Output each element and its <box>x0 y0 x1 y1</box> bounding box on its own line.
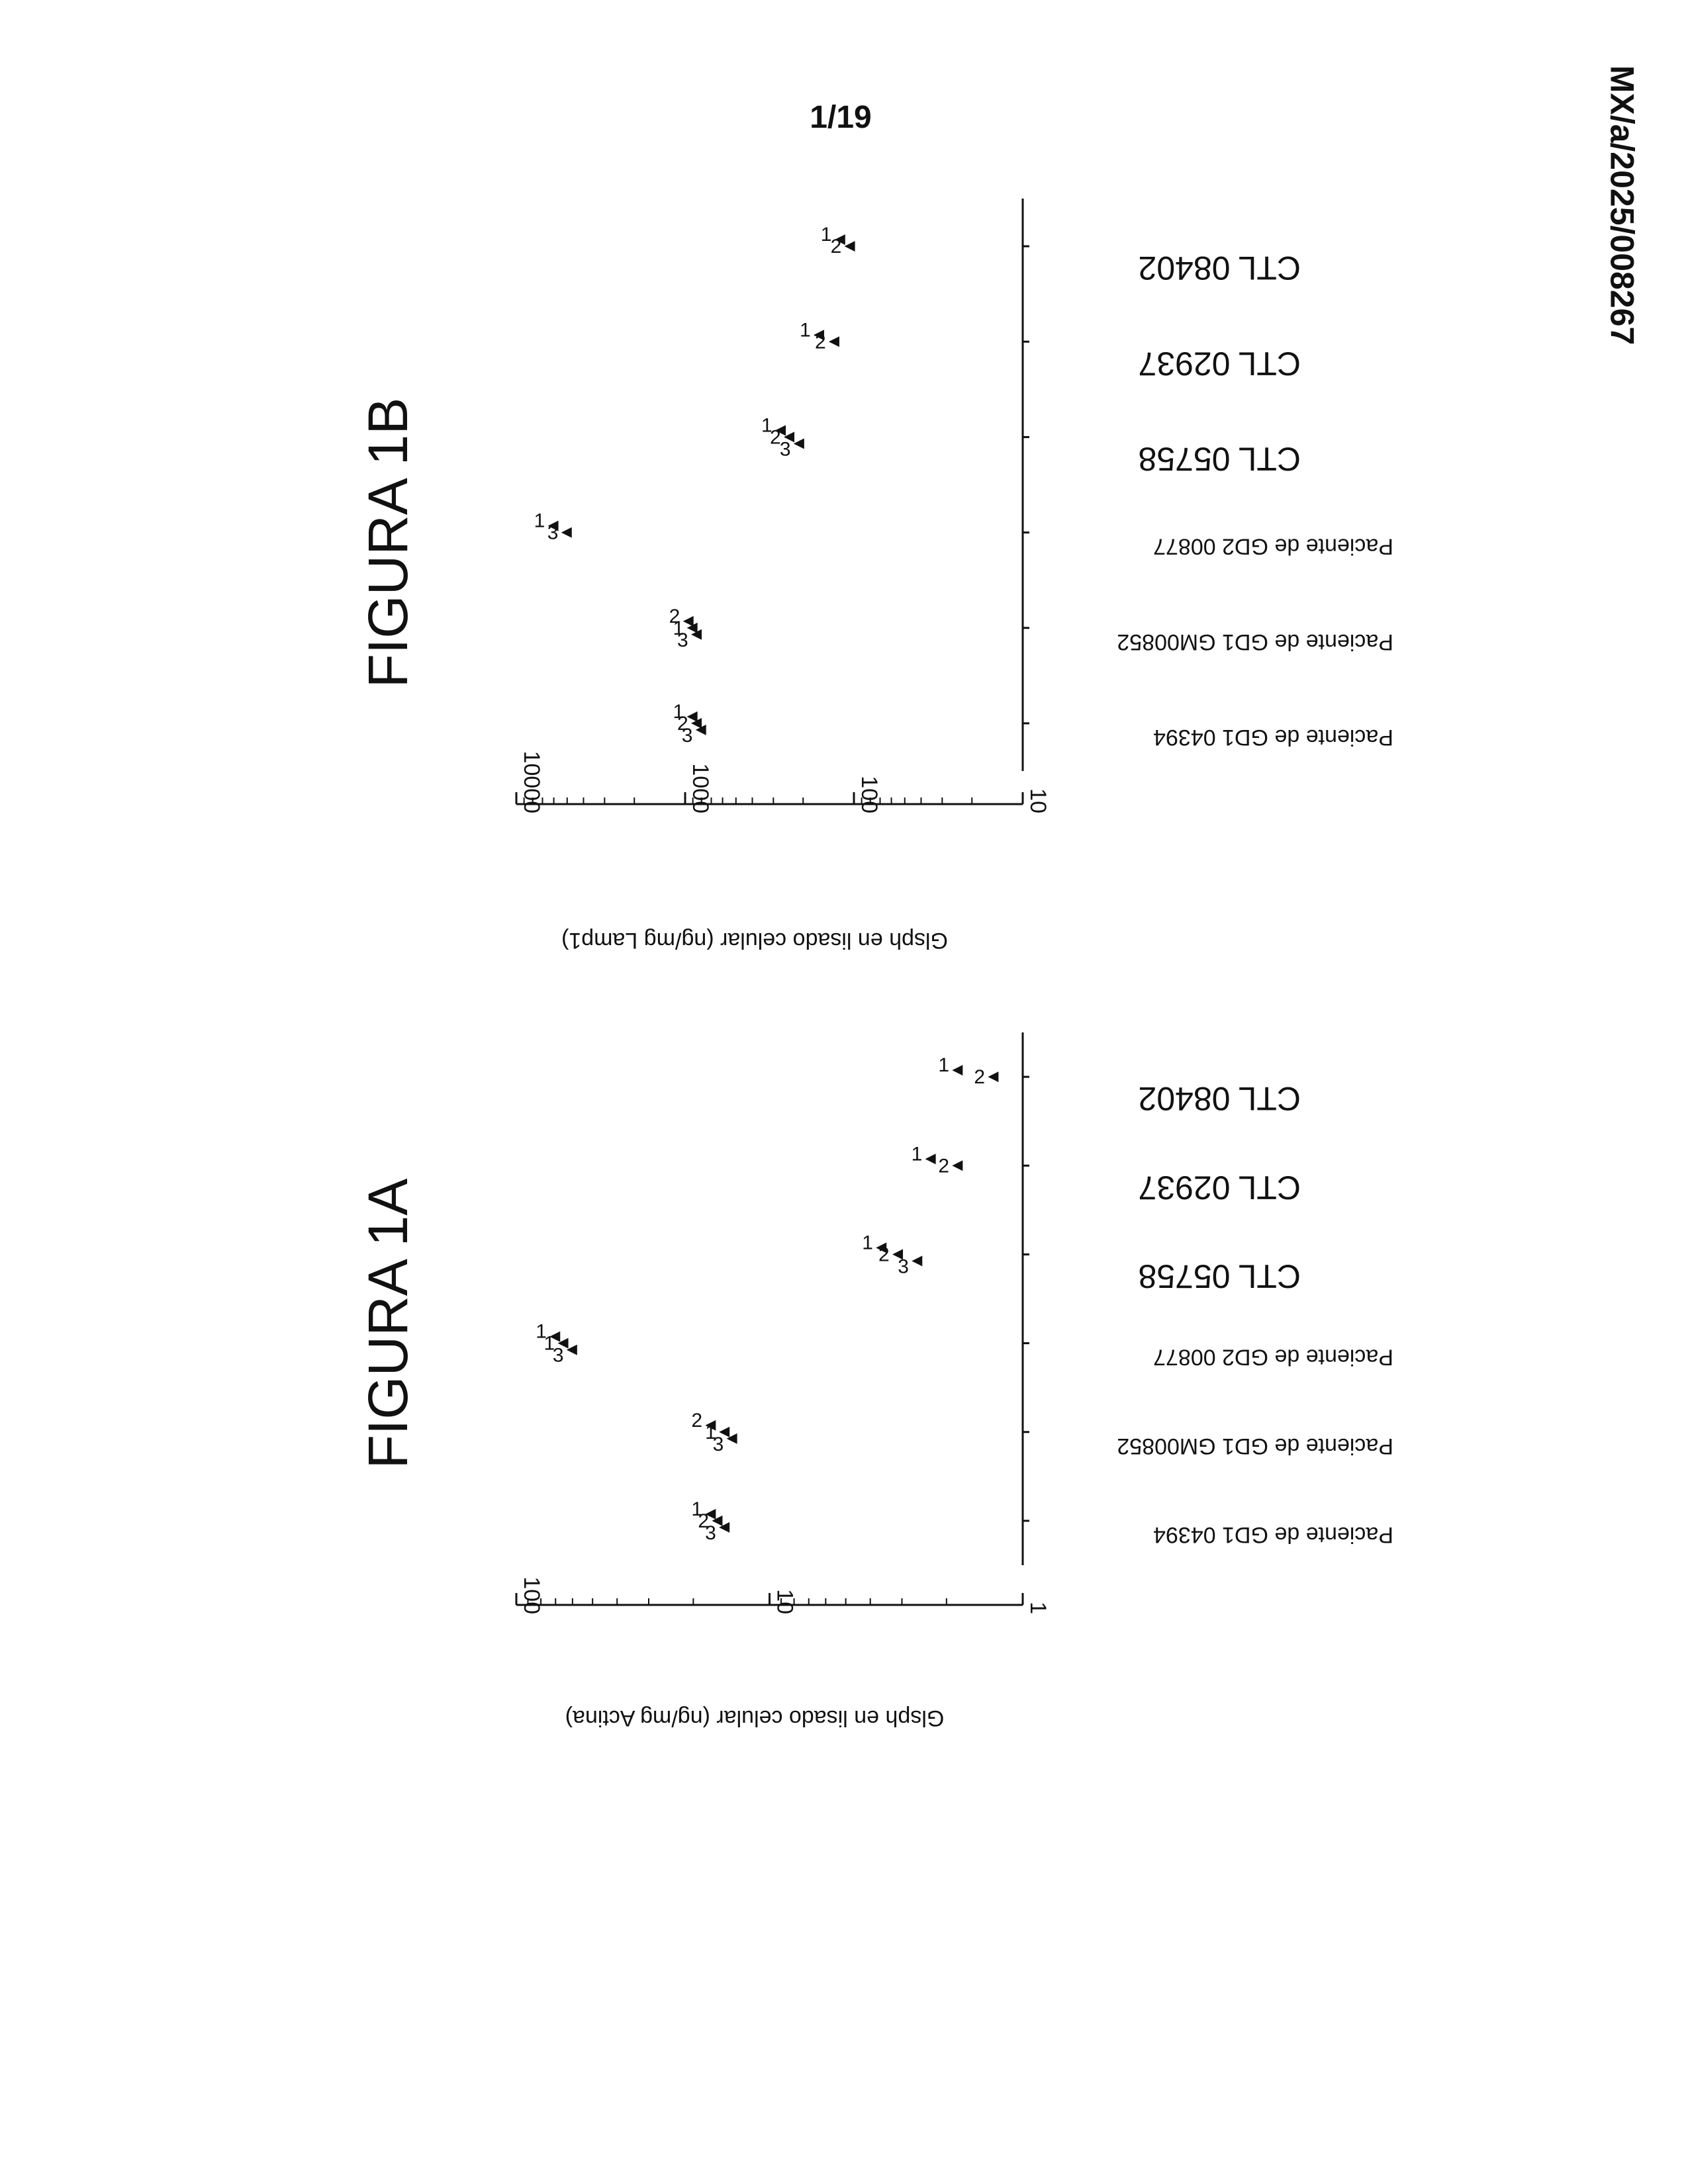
replicate-point <box>794 438 804 449</box>
replicate-label: 3 <box>713 1433 724 1455</box>
replicate-point <box>561 527 572 538</box>
category-label: CTL 05758 <box>1138 440 1301 477</box>
category-label: CTL 08402 <box>1138 1080 1301 1117</box>
tick-label: 10 <box>1025 788 1051 813</box>
replicate-label: 2 <box>974 1066 985 1088</box>
replicate-label: 2 <box>815 331 826 353</box>
category-label: CTL 05758 <box>1138 1257 1301 1295</box>
category-label: CTL 02937 <box>1138 1169 1301 1206</box>
chart-figura-1b: FIGURA 1B Glsph en lisado celular (ng/mg… <box>357 199 1393 953</box>
category-labels: Paciente de GD1 04394 Paciente de GD1 GM0… <box>1117 250 1393 750</box>
category-label: CTL 02937 <box>1138 345 1301 382</box>
category-label: Paciente de GD1 GM00852 <box>1117 629 1393 655</box>
replicate-point <box>912 1255 922 1266</box>
chart-figura-1a: FIGURA 1A Glsph en lisado celular (ng/mg… <box>357 1032 1393 1731</box>
replicate-label: 3 <box>677 629 688 651</box>
replicate-point <box>845 241 855 251</box>
replicate-point <box>829 336 839 347</box>
replicate-points: 123213131231212 <box>534 224 855 747</box>
tick-label: 100 <box>519 1576 544 1614</box>
category-label: Paciente de GD1 GM00852 <box>1117 1433 1393 1459</box>
replicate-label: 2 <box>691 1410 702 1432</box>
tick-label: 10 <box>773 1589 798 1614</box>
replicate-label: 3 <box>682 725 693 747</box>
replicate-point <box>952 1160 962 1171</box>
category-label: Paciente de GD2 00877 <box>1153 534 1393 559</box>
category-label: Paciente de GD2 00877 <box>1153 1345 1393 1370</box>
replicate-label: 3 <box>705 1522 716 1544</box>
replicate-label: 2 <box>831 236 842 257</box>
chart-title: FIGURA 1B <box>357 398 419 688</box>
replicate-label: 2 <box>938 1155 949 1177</box>
tick-label: 100 <box>857 776 882 813</box>
tick-labels: 1 10 100 <box>519 1576 1051 1614</box>
replicate-label: 1 <box>534 510 545 532</box>
y-axis-label: Glsph en lisado celular (ng/mg Lamp1) <box>561 928 948 953</box>
replicate-label: 1 <box>800 319 811 341</box>
replicate-label: 3 <box>780 438 791 460</box>
axes <box>516 1032 1029 1605</box>
replicate-point <box>687 711 698 722</box>
axes <box>516 199 1029 804</box>
replicate-point <box>952 1065 962 1075</box>
tick-label: 1 <box>1025 1602 1051 1614</box>
chart-title: FIGURA 1A <box>357 1179 419 1469</box>
replicate-label: 3 <box>553 1345 564 1367</box>
replicate-label: 1 <box>938 1054 949 1076</box>
replicate-point <box>683 616 694 627</box>
replicate-point <box>925 1154 936 1164</box>
category-label: Paciente de GD1 04394 <box>1153 725 1393 750</box>
replicate-points: 1232131131231212 <box>536 1054 998 1544</box>
replicate-point <box>988 1071 998 1082</box>
replicate-label: 3 <box>898 1255 909 1277</box>
category-label: Paciente de GD1 04394 <box>1153 1522 1393 1547</box>
y-axis-label: Glsph en lisado celular (ng/mg Actina) <box>565 1706 945 1731</box>
replicate-label: 1 <box>862 1232 873 1253</box>
replicate-label: 1 <box>912 1143 923 1165</box>
replicate-label: 3 <box>547 522 559 544</box>
replicate-label: 2 <box>878 1244 890 1265</box>
tick-label: 10000 <box>519 751 544 813</box>
tick-label: 1000 <box>688 763 713 813</box>
category-label: CTL 08402 <box>1138 250 1301 287</box>
category-labels: Paciente de GD1 04394 Paciente de GD1 GM0… <box>1117 1080 1393 1547</box>
